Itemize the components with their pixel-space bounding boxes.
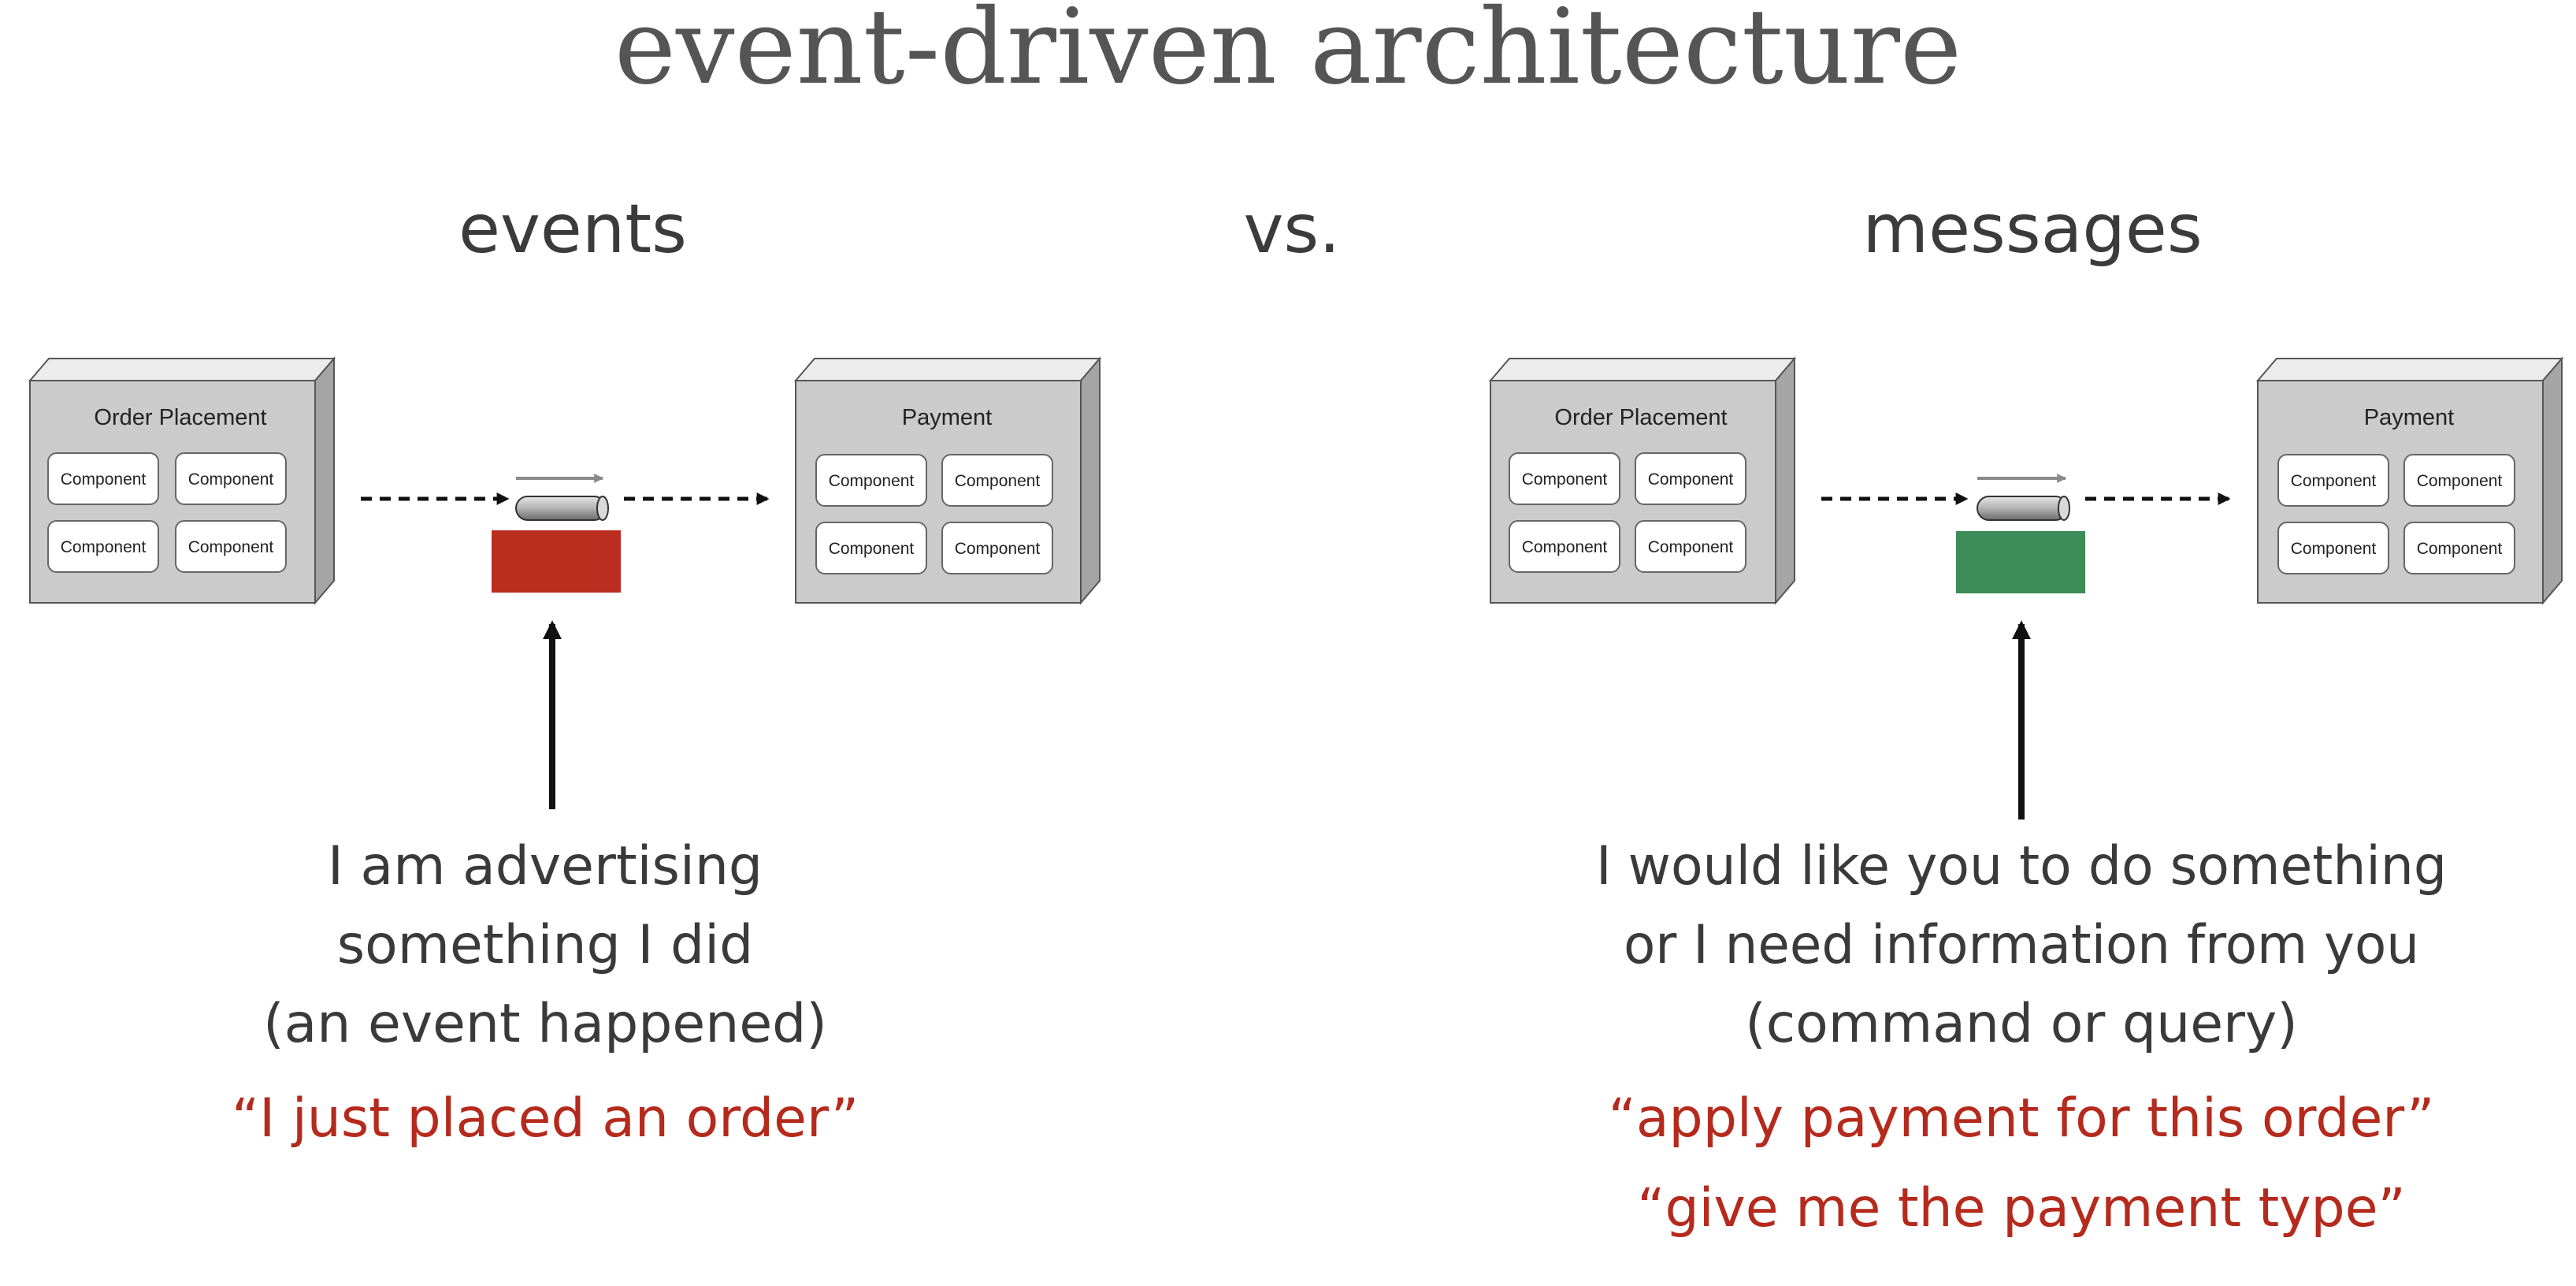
component-label: Component: [955, 540, 1041, 558]
heading-vs: vs.: [1243, 190, 1340, 269]
order-placement-box: Order Placement Component Component Comp…: [28, 356, 336, 605]
component-card: Component: [175, 520, 287, 573]
component-card: Component: [2403, 522, 2515, 574]
box-title: Payment: [2364, 405, 2454, 430]
caption-line: (an event happened): [263, 993, 827, 1055]
component-label: Component: [2417, 540, 2503, 558]
component-label: Component: [1522, 470, 1608, 489]
component-label: Component: [1648, 470, 1734, 489]
component-card: Component: [1635, 452, 1746, 505]
component-label: Component: [829, 540, 915, 558]
event-block: [492, 530, 621, 593]
component-label: Component: [61, 470, 147, 489]
component-card: Component: [815, 454, 927, 507]
quote-line: “I just placed an order”: [232, 1087, 859, 1150]
component-card: Component: [2403, 454, 2515, 507]
heading-messages: messages: [1862, 190, 2202, 269]
component-label: Component: [1522, 538, 1608, 556]
component-label: Component: [2291, 540, 2377, 558]
component-label: Component: [2291, 472, 2377, 490]
component-card: Component: [2277, 522, 2389, 574]
component-label: Component: [955, 472, 1041, 490]
message-block: [1956, 531, 2085, 593]
component-card: Component: [47, 452, 159, 505]
component-card: Component: [1635, 520, 1746, 573]
component-label: Component: [61, 538, 147, 556]
component-card: Component: [1509, 452, 1620, 505]
events-panel: Order Placement Component Component Comp…: [28, 356, 1102, 1150]
component-label: Component: [188, 538, 274, 556]
caption-line: I am advertising: [328, 835, 763, 898]
component-label: Component: [188, 470, 274, 489]
caption-line: something I did: [337, 914, 754, 976]
component-label: Component: [2417, 472, 2503, 490]
component-card: Component: [47, 520, 159, 573]
component-card: Component: [941, 454, 1053, 507]
component-card: Component: [941, 522, 1053, 574]
box-title: Order Placement: [1554, 405, 1727, 430]
heading-events: events: [458, 190, 687, 269]
page-title: event-driven architecture: [614, 0, 1962, 108]
quote-line: “give me the payment type”: [1637, 1177, 2406, 1240]
channel-pipe-icon: [1977, 474, 2070, 521]
caption-line: (command or query): [1745, 993, 2298, 1055]
caption-line: or I need information from you: [1624, 914, 2419, 976]
component-card: Component: [2277, 454, 2389, 507]
component-label: Component: [1648, 538, 1734, 556]
box-title: Payment: [902, 405, 992, 430]
box-title: Order Placement: [94, 405, 266, 430]
order-placement-box: Order Placement Component Component Comp…: [1488, 356, 1797, 605]
payment-box: Payment Component Component Component Co…: [793, 356, 1102, 605]
component-label: Component: [829, 472, 915, 490]
quote-line: “apply payment for this order”: [1609, 1087, 2435, 1150]
channel-pipe-icon: [515, 474, 609, 521]
caption-line: I would like you to do something: [1596, 835, 2447, 898]
payment-box: Payment Component Component Component Co…: [2255, 356, 2564, 605]
component-card: Component: [1509, 520, 1620, 573]
component-card: Component: [815, 522, 927, 574]
messages-panel: Order Placement Component Component Comp…: [1488, 356, 2564, 1240]
component-card: Component: [175, 452, 287, 505]
